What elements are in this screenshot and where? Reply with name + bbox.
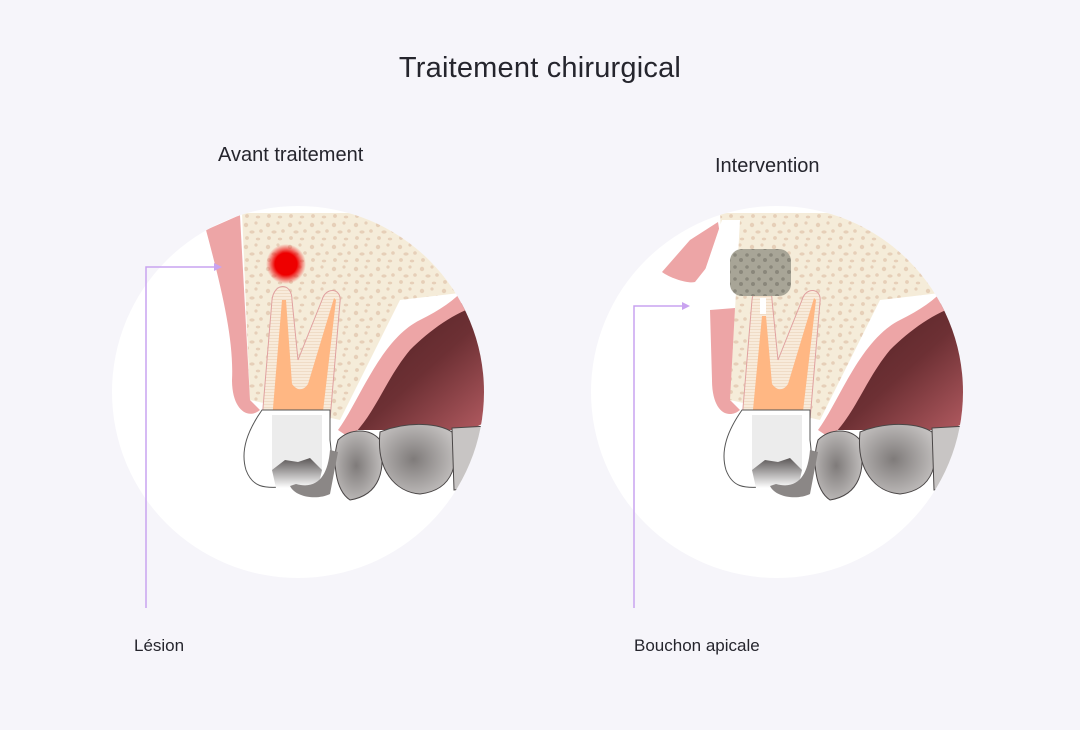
callout-line-lesion	[145, 266, 214, 608]
callout-label-apical-plug: Bouchon apicale	[634, 636, 760, 655]
panel-heading-before: Avant traitement	[218, 144, 364, 166]
page-title: Traitement chirurgical	[398, 52, 682, 84]
panel-heading-intervention: Intervention	[715, 155, 820, 177]
callout-label-lesion: Lésion	[134, 636, 185, 655]
callout-arrow-icon	[682, 302, 690, 310]
diagram-intervention	[591, 206, 963, 608]
lesion-spot	[266, 244, 306, 284]
callout-arrow-icon	[214, 263, 222, 271]
callout-line-plug	[633, 305, 682, 608]
diagram-before-treatment	[112, 206, 484, 608]
apical-plug	[730, 249, 791, 296]
